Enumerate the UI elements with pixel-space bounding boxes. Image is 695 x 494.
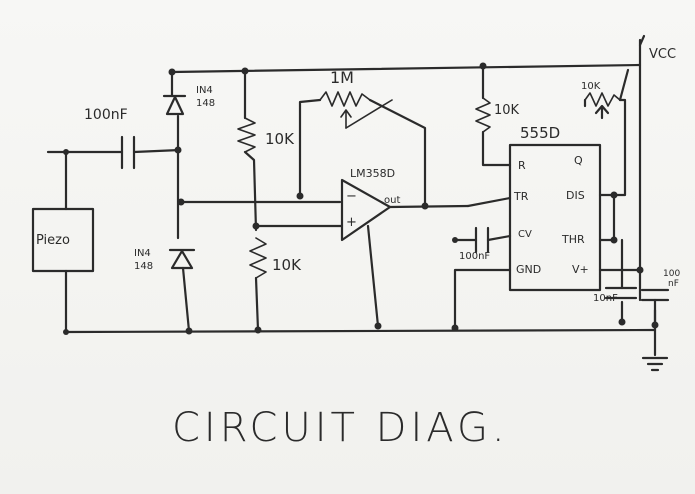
opamp-plus-label: +	[346, 215, 357, 230]
junction-dot	[174, 146, 182, 154]
timer-ic-555	[508, 143, 602, 292]
ground-icon	[641, 308, 669, 372]
pin-vplus-label: V+	[572, 263, 589, 276]
divider-wire-bottom	[254, 276, 260, 332]
pin-q-label: Q	[574, 154, 583, 167]
diagram-title: CIRCUIT DIAG.	[172, 405, 509, 451]
pin-dis-label: DIS	[566, 189, 585, 202]
feedback-tap-wire	[345, 99, 393, 129]
junction-dot	[636, 266, 644, 274]
opamp-symbol	[340, 178, 392, 242]
opamp-label: LM358D	[350, 167, 396, 180]
diode-top-symbol	[162, 94, 187, 116]
diode-bottom-symbol	[168, 248, 196, 270]
opamp-minus-label: −	[346, 189, 357, 204]
potentiometer	[584, 92, 621, 107]
vcc-tick	[638, 34, 646, 47]
pot-wires	[583, 68, 630, 120]
ic-gnd-wire	[453, 268, 512, 330]
resistor-feedback	[319, 91, 371, 107]
resistor-bottom	[249, 237, 267, 279]
junction-dot	[610, 236, 618, 244]
pin-thr-label: THR	[562, 233, 585, 246]
top-rail-wire	[170, 63, 642, 74]
diode-column-wire	[170, 70, 191, 333]
opamp-out-label: out	[384, 195, 401, 206]
junction-dot	[296, 192, 304, 200]
resistor-top	[237, 117, 256, 153]
junction-dot	[63, 329, 69, 335]
capacitor-symbol	[120, 135, 136, 170]
cap-supply-label-2: nF	[668, 279, 679, 289]
piezo-element	[31, 207, 95, 273]
bottom-rail-wire	[64, 328, 657, 334]
supply-cap-symbol	[640, 288, 670, 302]
cv-cap-wire	[453, 234, 512, 242]
res-feedback-label: 1M	[330, 68, 354, 87]
cap-cv-label: 100nF	[459, 251, 491, 262]
diode-bottom-label-2: 148	[134, 261, 154, 272]
res-top-label: 10K	[265, 130, 294, 148]
res-bottom-label: 10K	[272, 256, 301, 274]
diode-top-label-1: IN4	[196, 85, 213, 96]
cap-timing-label: 10nF	[593, 293, 618, 304]
res-reset-label: 10K	[494, 103, 520, 118]
junction-dot	[452, 237, 458, 243]
pin-cv-label: CV	[518, 229, 532, 240]
feedback-tap	[340, 109, 352, 129]
cap-input-wire	[46, 148, 182, 154]
cv-cap-symbol	[474, 226, 490, 254]
cap-input-label: 100nF	[84, 107, 128, 123]
divider-wire-mid	[243, 150, 258, 232]
vcc-label: VCC	[649, 47, 677, 62]
ic-tr-wire	[466, 196, 512, 208]
pin-tr-label: TR	[514, 190, 529, 203]
timer-label: 555D	[520, 124, 561, 142]
piezo-label: Piezo	[36, 233, 70, 248]
feedback-wire	[298, 98, 427, 208]
diode-top-label-2: 148	[196, 98, 216, 109]
cap-supply-label-1: 100	[663, 269, 681, 279]
ic-reset-wire-2	[481, 130, 512, 167]
diode-bottom-label-1: IN4	[134, 248, 151, 259]
opamp-out-wire	[388, 204, 470, 209]
pin-r-label: R	[518, 159, 526, 172]
ic-thr-wire	[598, 193, 616, 242]
pot-label: 10K	[581, 81, 601, 92]
resistor-reset	[475, 97, 491, 133]
ic-dis-wire	[598, 98, 627, 197]
pin-gnd-label: GND	[516, 263, 542, 276]
timing-cap-symbol	[604, 286, 638, 300]
opamp-ground-wire	[366, 224, 380, 328]
